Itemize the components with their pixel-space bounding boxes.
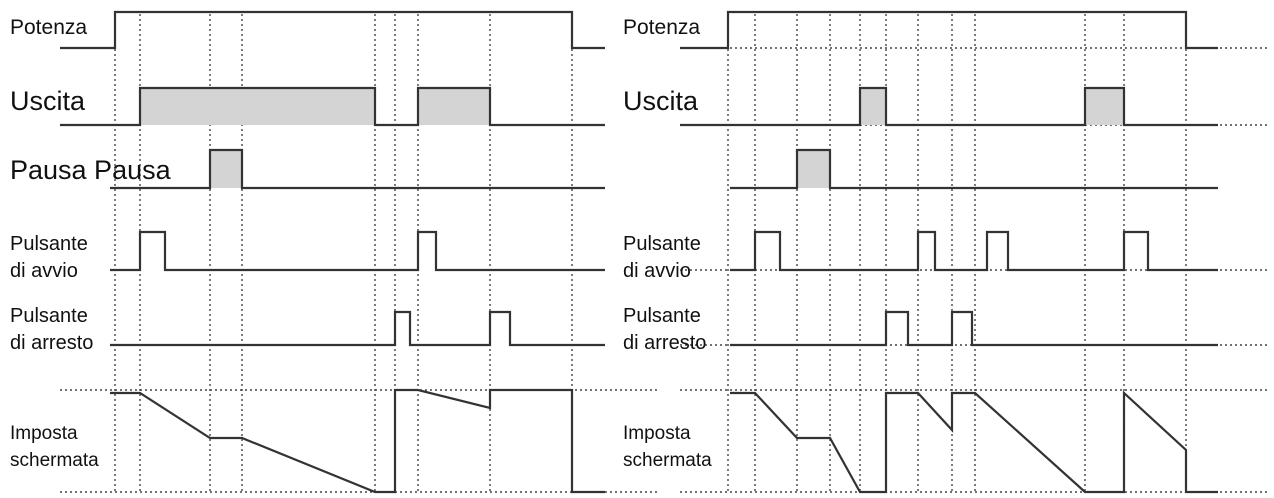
- left-screen-label-line2: schermata: [10, 450, 99, 471]
- left-output-trace: [60, 86, 605, 127]
- left-output-fill-1: [140, 88, 375, 125]
- right-screen-label-line1: Imposta: [623, 423, 691, 444]
- right-screen-trace: [730, 390, 1218, 494]
- left-pause-trace: [110, 148, 605, 190]
- right-power-label: Potenza: [623, 16, 701, 39]
- left-power-label: Potenza: [10, 16, 88, 39]
- left-stop-label-line2: di arresto: [10, 332, 94, 354]
- left-start-trace: [110, 230, 605, 272]
- right-output-label: Uscita: [623, 86, 699, 116]
- right-start-trace: [730, 230, 1218, 272]
- left-stop-trace: [110, 310, 605, 347]
- pulse-fills: [140, 88, 1124, 188]
- left-screen-label-line1: Imposta: [10, 423, 78, 444]
- right-stop-label-line1: Pulsante: [623, 305, 701, 327]
- right-output-fill-1: [860, 88, 886, 125]
- left-screen-setting-label: Imposta schermata: [10, 420, 99, 474]
- left-output-label: Uscita: [10, 86, 86, 116]
- left-output-fill-2: [418, 88, 490, 125]
- left-stop-label-line1: Pulsante: [10, 305, 88, 327]
- right-power-trace: [680, 10, 1218, 50]
- right-screen-label-line2: schermata: [623, 450, 712, 471]
- right-stop-button-label: Pulsante di arresto: [623, 303, 706, 357]
- left-screen-trace: [110, 388, 605, 494]
- right-start-label-line2: di avvio: [623, 260, 691, 282]
- signal-traces: [60, 10, 1218, 494]
- right-pause-trace: [730, 148, 1218, 190]
- right-start-button-label: Pulsante di avvio: [623, 231, 701, 285]
- right-output-trace: [680, 86, 1218, 127]
- left-power-trace: [60, 10, 605, 50]
- right-start-label-line1: Pulsante: [623, 233, 701, 255]
- left-stop-button-label: Pulsante di arresto: [10, 303, 93, 357]
- left-start-label-line1: Pulsante: [10, 233, 88, 255]
- left-pause-fill: [210, 150, 242, 188]
- right-output-fill-2: [1085, 88, 1124, 125]
- left-start-label-line2: di avvio: [10, 260, 78, 282]
- left-start-button-label: Pulsante di avvio: [10, 231, 88, 285]
- right-screen-setting-label: Imposta schermata: [623, 420, 712, 474]
- left-pause-label: Pausa Pausa: [10, 155, 171, 185]
- right-stop-label-line2: di arresto: [623, 332, 707, 354]
- right-stop-trace: [730, 310, 1218, 347]
- right-pause-fill: [797, 150, 830, 188]
